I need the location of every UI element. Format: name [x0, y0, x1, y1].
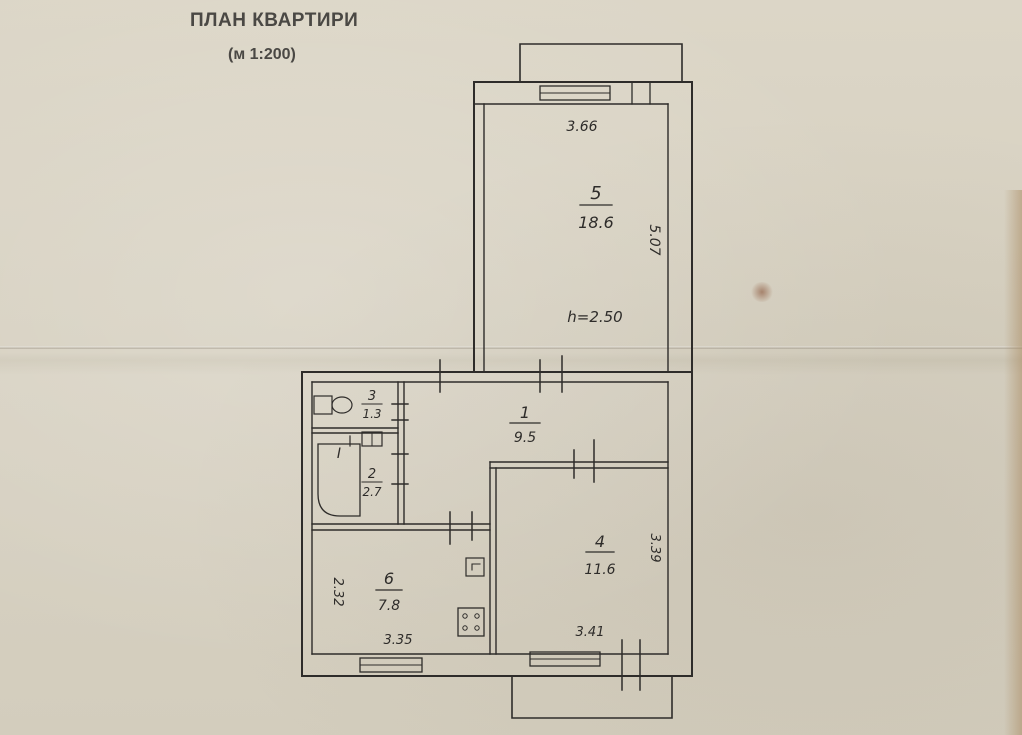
dim-kitchen-height: 2.32: [330, 578, 345, 607]
room6-number: 6: [384, 569, 394, 588]
window-room5: [539, 81, 651, 105]
room6-area: 7.8: [378, 598, 400, 614]
toilet-icon: [313, 395, 353, 415]
ceiling-height: h=2.50: [567, 308, 622, 326]
room4-number: 4: [595, 532, 605, 551]
apartment-outer-walls: [301, 371, 693, 677]
plan-title: ПЛАН КВАРТИРИ: [190, 10, 359, 31]
room5-area: 18.6: [578, 213, 614, 232]
paper-stain: [750, 282, 774, 302]
dim-room5-length: 5.07: [646, 224, 662, 255]
window-kitchen: [359, 657, 423, 673]
room2-number: 2: [368, 467, 376, 482]
window-room4: [529, 651, 601, 667]
room3-area: 1.3: [362, 407, 381, 421]
room4-partitions: [489, 461, 669, 655]
paper-edge: [1004, 190, 1022, 735]
dim-room4-height: 3.39: [647, 534, 662, 563]
dim-kitchen-width: 3.35: [384, 633, 413, 648]
balcony-bottom: [511, 675, 673, 719]
sink-icon: [361, 431, 383, 447]
room5-walls: [473, 81, 693, 373]
room1-number: 1: [520, 403, 530, 422]
kitchen-sink-icon: [465, 557, 485, 577]
room4-area: 11.6: [584, 562, 615, 578]
balcony-top: [519, 43, 683, 83]
stove-icon: [457, 607, 485, 637]
bathtub-icon: [317, 435, 361, 517]
room3-number: 3: [368, 389, 376, 404]
dim-room4-width: 3.41: [576, 625, 605, 640]
dim-room5-width: 3.66: [566, 119, 597, 135]
room2-area: 2.7: [362, 485, 381, 499]
door-markers: [439, 355, 641, 691]
plan-scale: (м 1:200): [228, 46, 296, 63]
room5-number: 5: [590, 183, 601, 204]
paper-fold: [0, 346, 1022, 349]
bathtub-mark: I: [337, 446, 341, 462]
bathroom-partitions: [311, 381, 491, 531]
room1-area: 9.5: [514, 430, 536, 446]
